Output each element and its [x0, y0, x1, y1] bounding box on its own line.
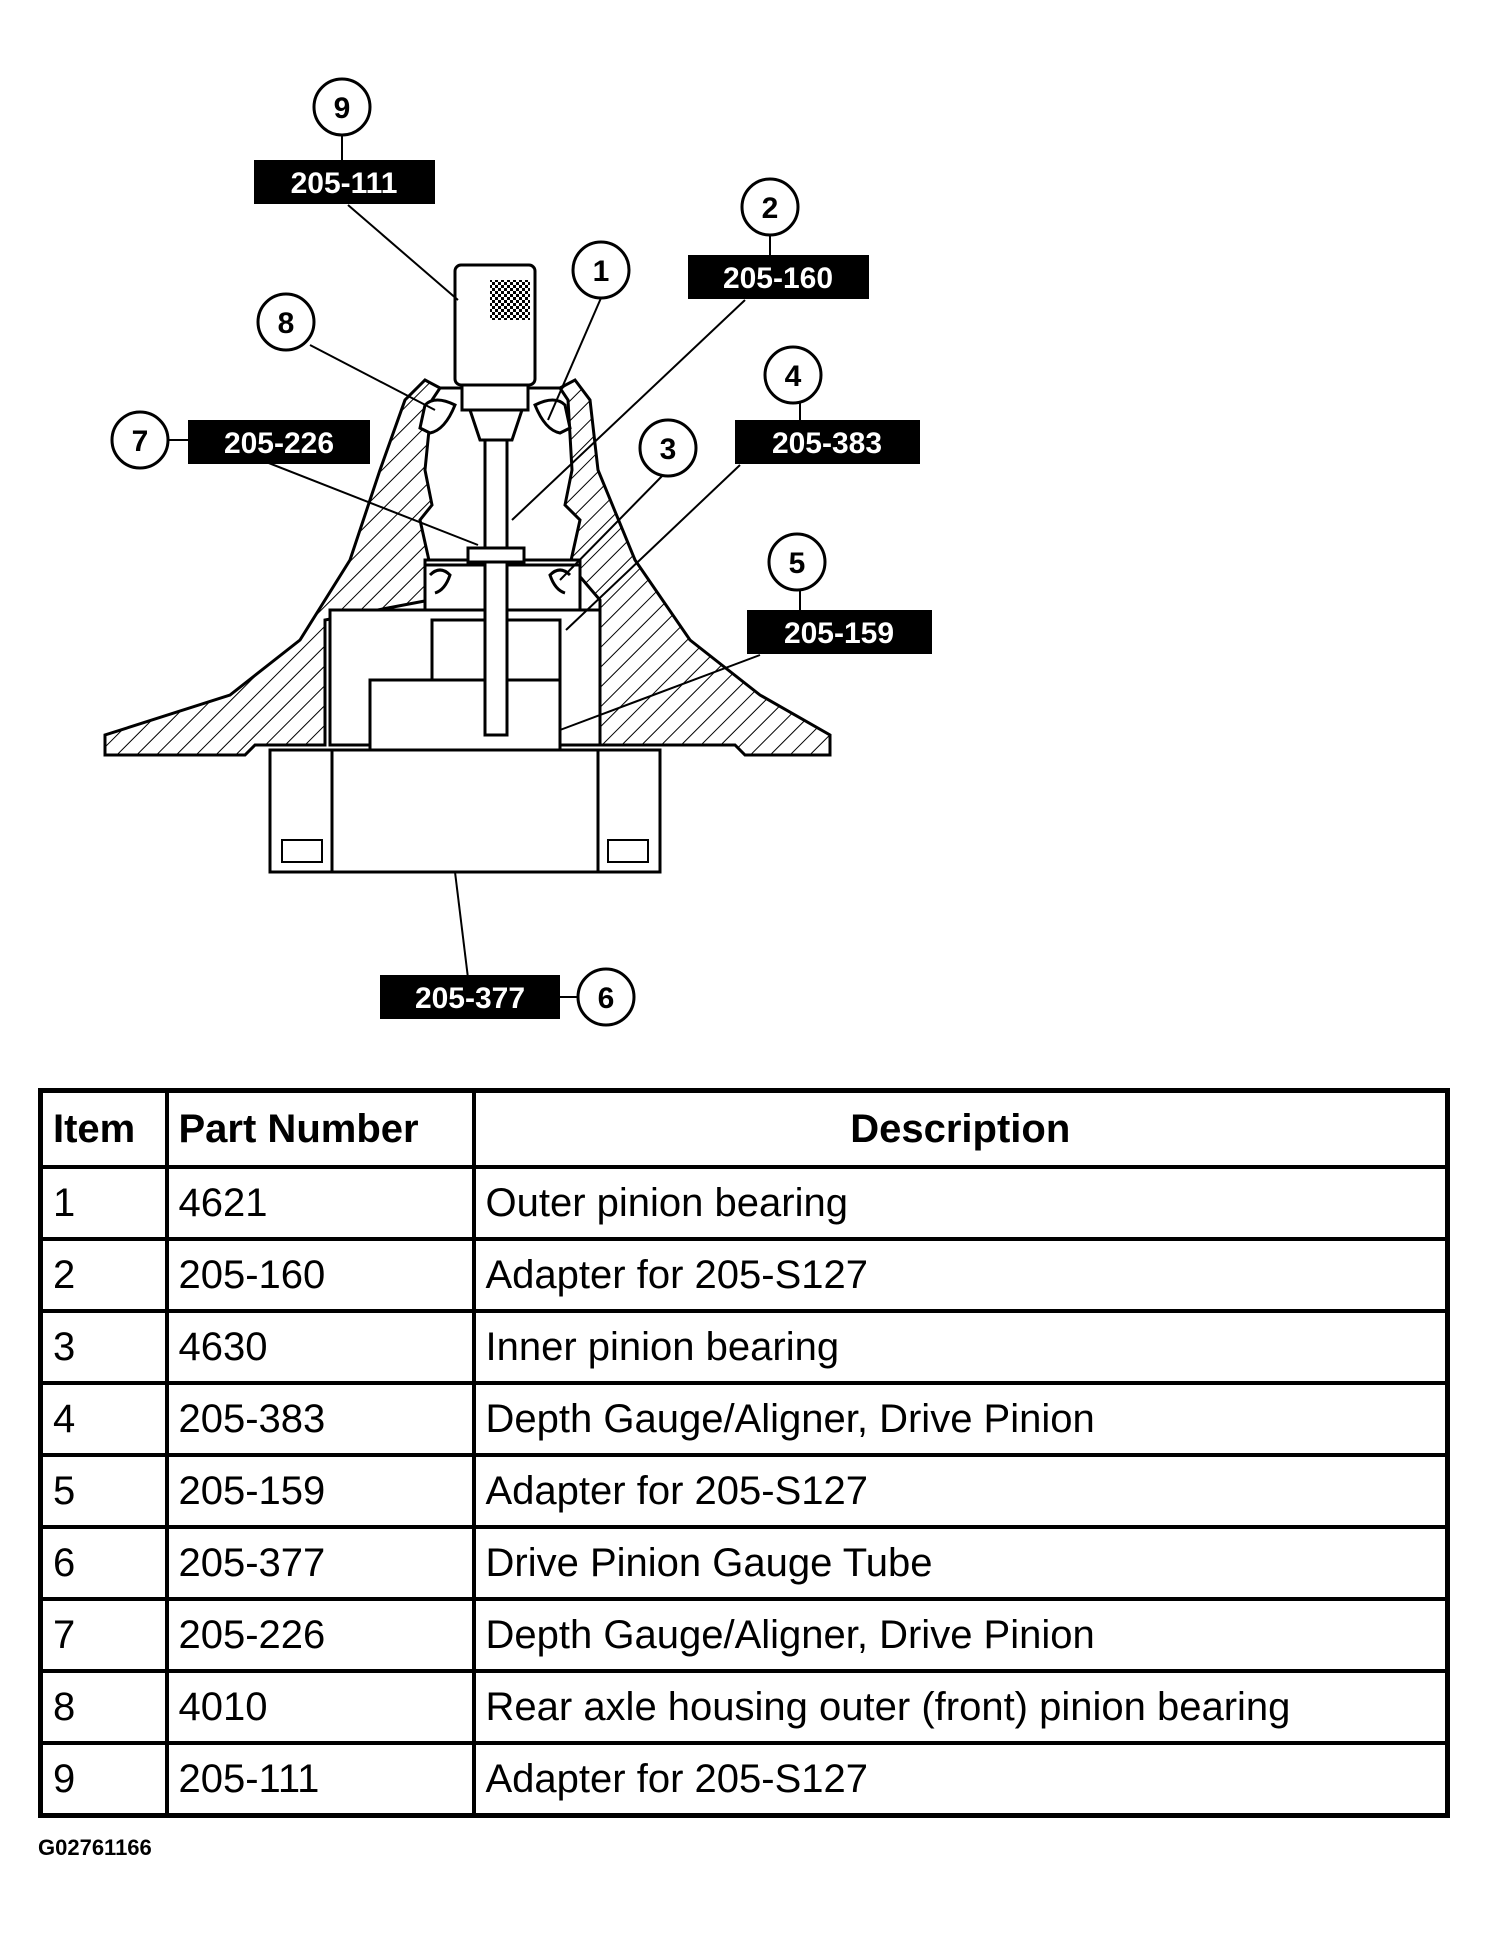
- cell-item: 8: [38, 1669, 169, 1745]
- shaft-collar: [466, 546, 526, 564]
- callout-7: 7: [110, 410, 170, 470]
- table-row: 7 205-226 Depth Gauge/Aligner, Drive Pin…: [38, 1597, 1450, 1673]
- cell-part: 4630: [164, 1309, 476, 1385]
- cell-part: 205-160: [164, 1237, 476, 1313]
- svg-text:5: 5: [789, 547, 806, 580]
- gauge-shaft: [483, 438, 509, 737]
- part-label-205-111: 205-111: [254, 160, 435, 204]
- svg-text:205-226: 205-226: [224, 427, 334, 460]
- callout-8: 8: [256, 292, 316, 352]
- svg-text:8: 8: [278, 307, 295, 340]
- cell-part: 205-111: [164, 1741, 476, 1818]
- cell-part: 205-159: [164, 1453, 476, 1529]
- cell-desc: Depth Gauge/Aligner, Drive Pinion: [471, 1597, 1450, 1673]
- cell-part: 205-383: [164, 1381, 476, 1457]
- cell-part: 4010: [164, 1669, 476, 1745]
- cell-item: 4: [38, 1381, 169, 1457]
- cell-item: 7: [38, 1597, 169, 1673]
- svg-text:1: 1: [593, 255, 610, 288]
- table-row: 1 4621 Outer pinion bearing: [38, 1165, 1450, 1241]
- cell-desc: Drive Pinion Gauge Tube: [471, 1525, 1450, 1601]
- part-label-205-159: 205-159: [747, 610, 932, 654]
- svg-text:9: 9: [334, 92, 351, 125]
- cell-desc: Depth Gauge/Aligner, Drive Pinion: [471, 1381, 1450, 1457]
- cell-desc: Outer pinion bearing: [471, 1165, 1450, 1241]
- header-item: Item: [38, 1088, 169, 1169]
- svg-text:3: 3: [660, 433, 677, 466]
- table-row: 8 4010 Rear axle housing outer (front) p…: [38, 1669, 1450, 1745]
- gauge-tube: [268, 748, 662, 874]
- callout-6: 6: [576, 967, 636, 1027]
- part-label-205-383: 205-383: [735, 420, 920, 464]
- cell-item: 2: [38, 1237, 169, 1313]
- cell-part: 4621: [164, 1165, 476, 1241]
- figure-id: G02761166: [38, 1835, 152, 1860]
- table-row: 9 205-111 Adapter for 205-S127: [38, 1741, 1450, 1818]
- svg-text:2: 2: [762, 192, 779, 225]
- table-row: 5 205-159 Adapter for 205-S127: [38, 1453, 1450, 1529]
- svg-text:205-160: 205-160: [723, 262, 833, 295]
- cell-item: 5: [38, 1453, 169, 1529]
- cell-desc: Adapter for 205-S127: [471, 1741, 1450, 1818]
- header-description: Description: [471, 1088, 1450, 1169]
- svg-text:205-383: 205-383: [772, 427, 882, 460]
- table-header-row: Item Part Number Description: [38, 1088, 1450, 1169]
- top-adapter: [453, 263, 537, 412]
- cell-item: 6: [38, 1525, 169, 1601]
- svg-text:6: 6: [598, 982, 615, 1015]
- part-label-205-377: 205-377: [380, 975, 560, 1019]
- table-row: 4 205-383 Depth Gauge/Aligner, Drive Pin…: [38, 1381, 1450, 1457]
- svg-text:7: 7: [132, 425, 149, 458]
- svg-text:4: 4: [785, 360, 802, 393]
- table-row: 6 205-377 Drive Pinion Gauge Tube: [38, 1525, 1450, 1601]
- callout-2: 2: [740, 177, 800, 237]
- exploded-assembly-diagram: 9 2 1 8 4 7 3 5: [103, 77, 932, 1027]
- shaft-neck: [467, 408, 525, 442]
- svg-text:205-159: 205-159: [784, 617, 894, 650]
- table-row: 3 4630 Inner pinion bearing: [38, 1309, 1450, 1385]
- callout-9: 9: [312, 77, 372, 137]
- cell-desc: Adapter for 205-S127: [471, 1453, 1450, 1529]
- cell-part: 205-226: [164, 1597, 476, 1673]
- callout-5: 5: [767, 532, 827, 592]
- cell-item: 1: [38, 1165, 169, 1241]
- cell-part: 205-377: [164, 1525, 476, 1601]
- callout-3: 3: [638, 418, 698, 478]
- cell-desc: Adapter for 205-S127: [471, 1237, 1450, 1313]
- part-label-205-160: 205-160: [688, 255, 869, 299]
- header-part-number: Part Number: [164, 1088, 476, 1169]
- svg-text:205-111: 205-111: [291, 167, 398, 200]
- table-row: 2 205-160 Adapter for 205-S127: [38, 1237, 1450, 1313]
- cell-item: 3: [38, 1309, 169, 1385]
- callout-1: 1: [571, 240, 631, 300]
- parts-table: Item Part Number Description 1 4621 Oute…: [38, 1088, 1450, 1818]
- part-label-205-226: 205-226: [188, 420, 370, 464]
- cell-item: 9: [38, 1741, 169, 1818]
- callout-4: 4: [763, 345, 823, 405]
- cell-desc: Rear axle housing outer (front) pinion b…: [471, 1669, 1450, 1745]
- cell-desc: Inner pinion bearing: [471, 1309, 1450, 1385]
- svg-text:205-377: 205-377: [415, 982, 525, 1015]
